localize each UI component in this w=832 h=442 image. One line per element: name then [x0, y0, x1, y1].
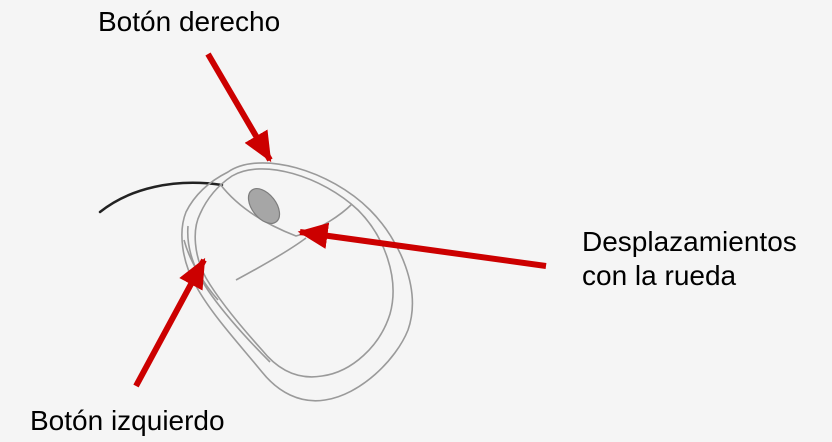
arrow-wheel [297, 222, 547, 269]
arrow-left-button [133, 257, 207, 388]
arrow-right-button [205, 52, 273, 163]
wheel-housing-line [235, 237, 307, 281]
scroll-wheel [247, 187, 281, 225]
label-wheel-line1: Desplazamientos [582, 226, 797, 257]
label-wheel-line2: con la rueda [582, 260, 737, 291]
mouse-illustration [181, 162, 413, 402]
mouse-cable [98, 181, 224, 214]
label-left-button: Botón izquierdo [30, 405, 225, 436]
mouse-top-surface [194, 168, 394, 378]
label-right-button: Botón derecho [98, 6, 281, 37]
label-wheel-scrolling: Desplazamientos con la rueda [582, 225, 797, 293]
button-divider [219, 183, 353, 237]
side-grip [186, 225, 271, 363]
mouse-body [181, 162, 413, 402]
